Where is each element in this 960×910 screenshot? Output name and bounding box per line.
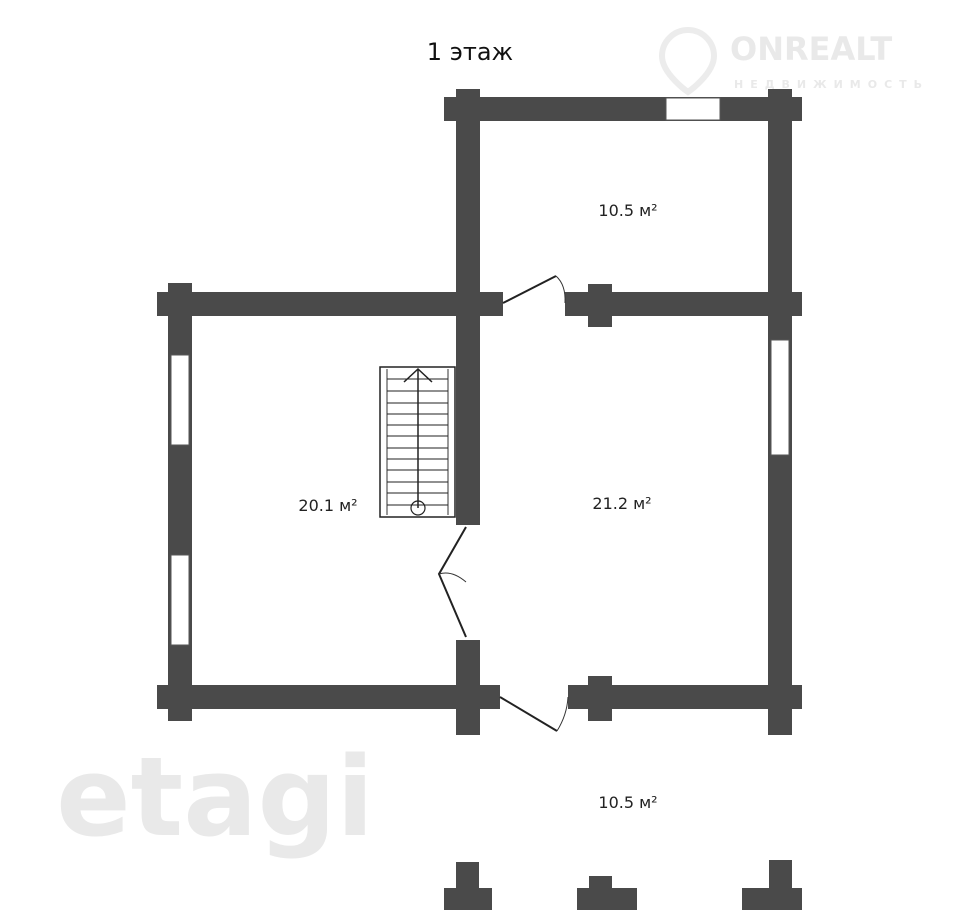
walls bbox=[157, 89, 802, 910]
onrealt-watermark: ONREALT НЕДВИЖИМОСТЬ bbox=[658, 26, 929, 96]
windows bbox=[170, 97, 790, 646]
door-middle-double bbox=[437, 526, 467, 638]
room-area-label: 10.5 м² bbox=[598, 793, 657, 812]
window-left-upper bbox=[170, 354, 190, 446]
window-right bbox=[770, 339, 790, 456]
room-area-label: 10.5 м² bbox=[598, 201, 657, 220]
doors bbox=[437, 275, 569, 732]
door-bottom bbox=[499, 696, 558, 732]
window-left-lower bbox=[170, 554, 190, 646]
window-top bbox=[665, 97, 721, 121]
house-pin-icon bbox=[658, 26, 718, 96]
staircase bbox=[379, 366, 456, 518]
watermark-etagi: etagi bbox=[56, 733, 374, 861]
floor-title: 1 этаж bbox=[427, 38, 513, 66]
door-top bbox=[502, 275, 557, 304]
room-area-label: 21.2 м² bbox=[592, 494, 651, 513]
watermark-brand: ONREALT bbox=[730, 30, 892, 68]
watermark-brand-sub: НЕДВИЖИМОСТЬ bbox=[734, 78, 929, 91]
room-area-label: 20.1 м² bbox=[298, 496, 357, 515]
